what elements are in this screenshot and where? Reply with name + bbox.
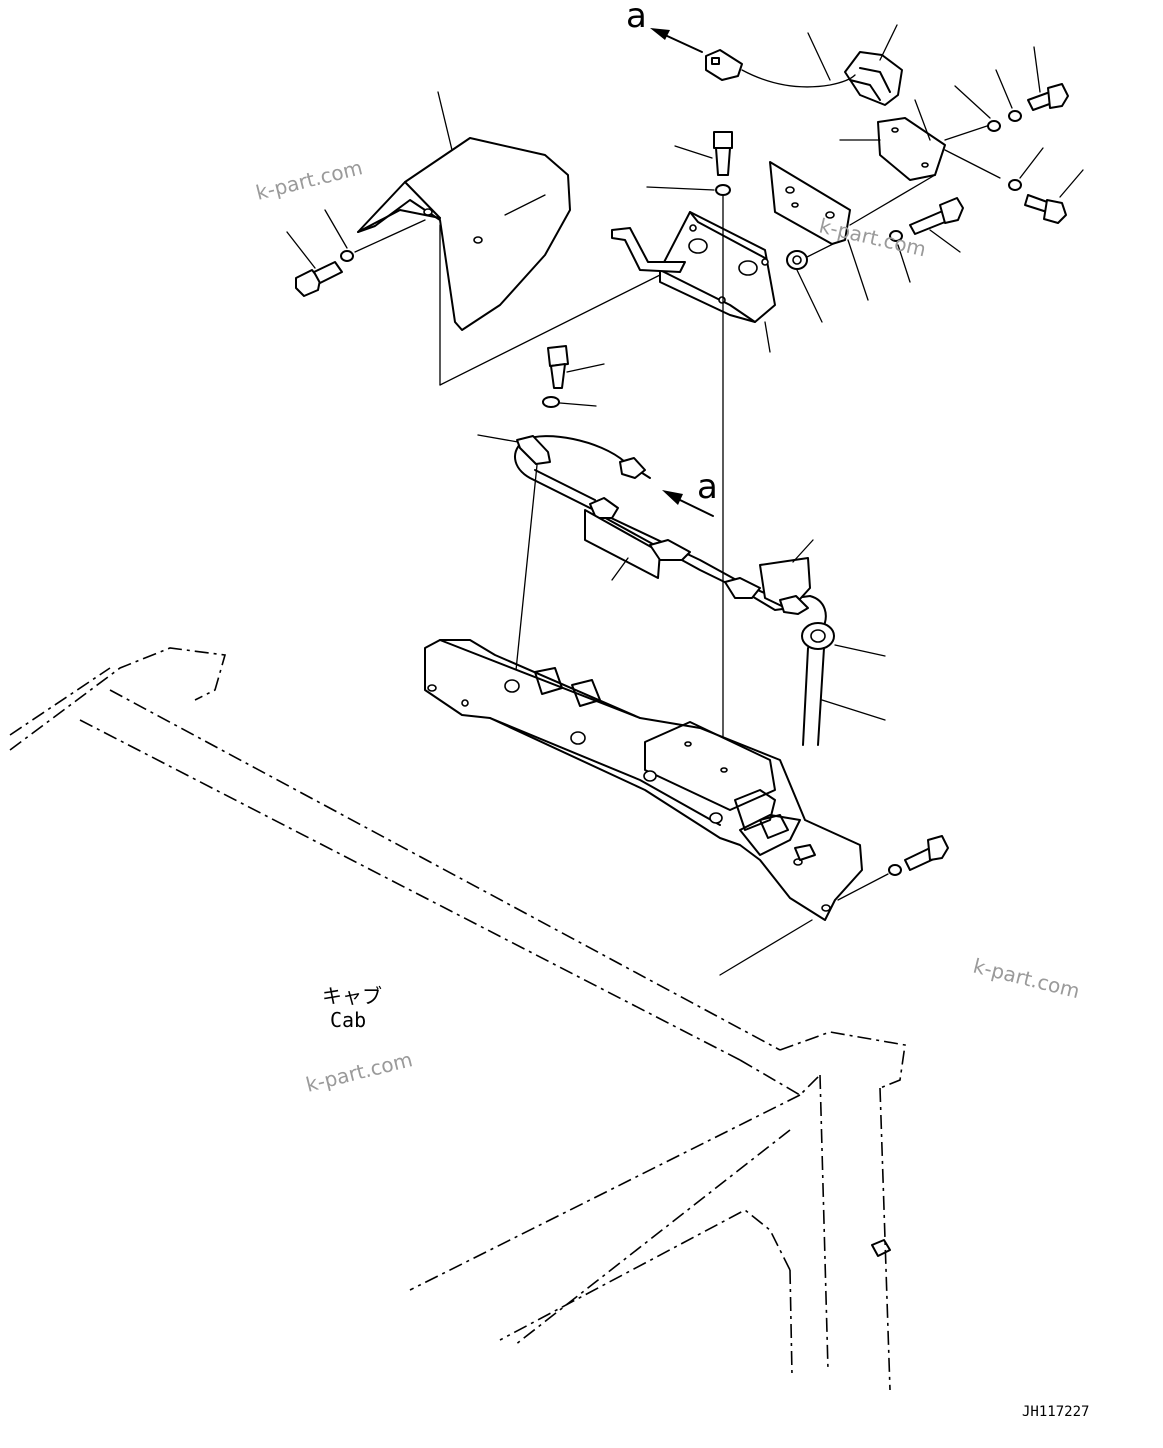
grommet-lower — [801, 622, 835, 650]
assembly-line — [914, 99, 931, 141]
leader-switch-2 — [879, 24, 898, 61]
bolt-cover — [295, 219, 426, 297]
leader-cover-2 — [504, 194, 546, 216]
assembly-line — [944, 149, 1001, 179]
arrow-head — [662, 490, 683, 505]
assembly-line — [849, 174, 936, 226]
rail-assembly — [424, 639, 863, 921]
watermark: k-part.com — [253, 155, 364, 205]
washer-right-2 — [1008, 110, 1022, 122]
washer-right-1 — [987, 120, 1001, 132]
leader — [995, 69, 1013, 109]
ref-label-mid: a — [697, 467, 718, 507]
leader-bolt-cover — [286, 231, 316, 269]
leader — [611, 557, 629, 581]
washer-right-3 — [1008, 179, 1022, 191]
arrow-ref-mid — [679, 499, 714, 517]
tube — [817, 647, 825, 746]
bolt-right-3 — [909, 197, 964, 235]
leader-switch — [807, 32, 831, 81]
assembly-line — [944, 124, 991, 141]
grommet — [786, 250, 808, 270]
drawing-number: JH117227 — [1022, 1404, 1089, 1420]
connector-top — [705, 49, 856, 88]
assembly-line — [514, 464, 538, 681]
cover — [357, 137, 571, 331]
switch-plate — [877, 117, 946, 181]
leader — [792, 539, 814, 563]
leader — [1033, 46, 1041, 93]
cab-label-jp: キャブ — [322, 984, 382, 1008]
leader-washer-cover — [324, 209, 348, 249]
switch-unit — [844, 51, 903, 106]
leader — [1019, 147, 1044, 179]
leader — [566, 363, 605, 373]
leader — [477, 434, 519, 443]
cab-bracket — [871, 1239, 891, 1257]
leader — [559, 402, 597, 407]
watermark: k-part.com — [971, 954, 1082, 1004]
watermark: k-part.com — [817, 213, 928, 261]
leader-bracket — [764, 321, 771, 353]
leader — [929, 229, 961, 253]
assembly-line — [719, 919, 813, 976]
arrow-ref-top — [664, 34, 703, 53]
tube — [802, 647, 809, 746]
leader — [954, 85, 991, 119]
mounting-plate — [769, 161, 851, 245]
bolt-right-2 — [1024, 194, 1067, 224]
bolt-rail — [888, 835, 949, 876]
assembly-line — [439, 264, 681, 386]
leader — [1059, 169, 1084, 198]
leader — [834, 644, 886, 657]
leader-plate — [847, 239, 869, 301]
watermark: k-part.com — [303, 1047, 414, 1097]
leader-washer-top — [646, 186, 715, 191]
cab-label-en: Cab — [330, 1008, 366, 1032]
arrow-head — [650, 28, 670, 40]
leader-grommet — [796, 269, 823, 323]
leader-bolt-top — [674, 145, 713, 159]
main-bracket — [611, 211, 776, 323]
leader-cover — [437, 91, 453, 151]
bolt-right-1 — [1027, 83, 1069, 111]
washer-right-4 — [889, 230, 903, 242]
assembly-line — [837, 873, 889, 901]
wire-harness — [514, 435, 827, 631]
leader — [897, 244, 911, 283]
ref-label-top: a — [626, 0, 647, 36]
leader — [821, 699, 886, 721]
bolt-harness — [542, 345, 569, 408]
bolt-bracket-top — [713, 131, 733, 196]
cab-outline — [9, 647, 906, 1391]
